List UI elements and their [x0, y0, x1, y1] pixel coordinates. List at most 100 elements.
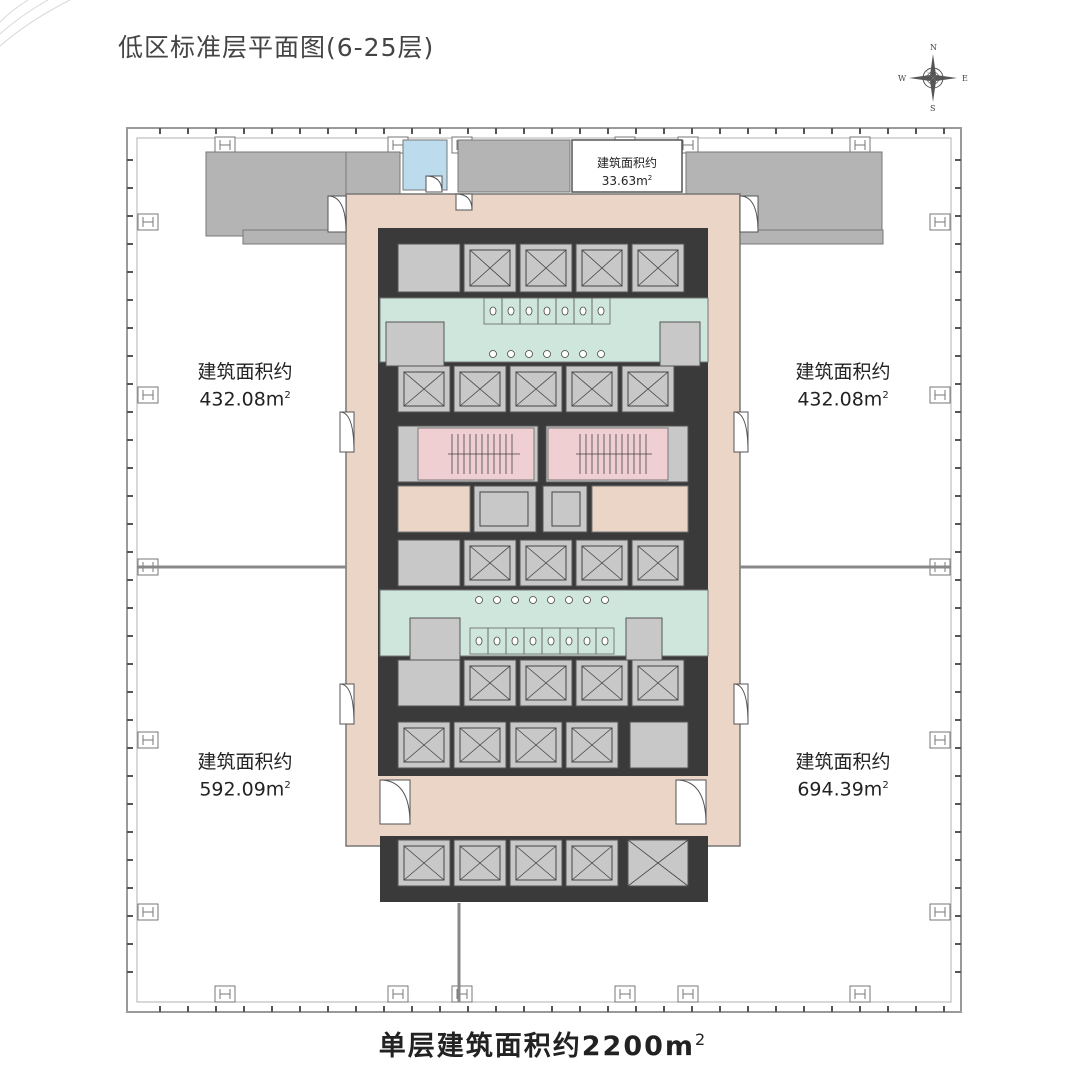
area-se-sup: 2	[882, 780, 889, 791]
column-marker	[451, 985, 473, 1003]
area-se-value: 694.39m	[797, 778, 883, 801]
door	[425, 175, 443, 193]
column-marker	[214, 985, 236, 1003]
restroom-stall	[595, 627, 615, 655]
door	[739, 195, 759, 233]
column-marker	[214, 136, 236, 154]
door	[339, 683, 355, 725]
restroom-2-stalls	[469, 596, 615, 655]
area-nw-sup: 2	[284, 390, 291, 401]
elevator-car	[509, 721, 563, 769]
column-marker	[929, 386, 951, 404]
mid-lobby	[397, 485, 689, 533]
area-label-ne: 建筑面积约 432.08m2	[748, 360, 938, 411]
door	[733, 411, 749, 453]
compass-s: S	[930, 104, 936, 113]
restroom-stall	[483, 297, 503, 325]
door	[379, 779, 411, 825]
area-label-sw: 建筑面积约 592.09m2	[150, 750, 340, 801]
area-top-label: 建筑面积约	[596, 156, 657, 170]
area-sw-sup: 2	[284, 780, 291, 791]
column-marker	[849, 985, 871, 1003]
compass-e: E	[962, 74, 968, 83]
elevator-car	[397, 839, 451, 887]
area-sw-value: 592.09m	[199, 778, 285, 801]
elevator-bank-1	[397, 243, 685, 293]
partition-walls	[137, 565, 951, 1002]
area-label-se: 建筑面积约 694.39m2	[748, 750, 938, 801]
elevator-car	[463, 659, 517, 707]
door	[339, 411, 355, 453]
elevator-car	[519, 243, 573, 293]
page-title: 低区标准层平面图(6-25层)	[118, 33, 435, 62]
footer-sup: 2	[695, 1030, 708, 1049]
compass-rose-icon	[909, 54, 957, 102]
elevator-car	[565, 365, 619, 413]
column-marker	[929, 213, 951, 231]
door	[733, 683, 749, 725]
elevator-bank-4	[397, 659, 685, 707]
area-ne-sup: 2	[882, 390, 889, 401]
elevator-car	[453, 365, 507, 413]
elevator-car	[509, 365, 563, 413]
restroom-stall	[505, 627, 525, 655]
elevator-car	[631, 539, 685, 587]
elevator-car	[397, 721, 451, 769]
elevator-car	[631, 659, 685, 707]
footer-text: 单层建筑面积约2200m	[378, 1031, 696, 1062]
column-marker	[137, 731, 159, 749]
column-marker	[137, 903, 159, 921]
restroom-stall	[591, 297, 611, 325]
column-marker	[849, 136, 871, 154]
total-area-footer: 单层建筑面积约2200m2	[0, 1024, 1086, 1063]
elevator-car	[575, 539, 629, 587]
elevator-bank-3	[397, 539, 685, 587]
door	[675, 779, 707, 825]
elevator-car	[519, 539, 573, 587]
compass: N S W E	[892, 42, 974, 114]
restroom-stall	[559, 627, 579, 655]
doors	[327, 175, 759, 825]
column-marker	[137, 386, 159, 404]
column-marker	[929, 903, 951, 921]
area-label-top: 建筑面积约 33.63m2	[574, 156, 680, 189]
area-ne-label: 建筑面积约	[795, 361, 891, 383]
elevator-car	[397, 365, 451, 413]
column-marker	[614, 985, 636, 1003]
column-marker	[137, 213, 159, 231]
door	[327, 195, 347, 233]
elevator-bank-5	[397, 721, 689, 769]
area-nw-label: 建筑面积约	[197, 361, 293, 383]
elevator-car	[575, 659, 629, 707]
door	[455, 193, 473, 211]
facade-mullions	[127, 128, 961, 1012]
area-ne-value: 432.08m	[797, 388, 883, 411]
elevator-car	[509, 839, 563, 887]
area-se-label: 建筑面积约	[795, 751, 891, 773]
elevator-car	[519, 659, 573, 707]
column-marker	[929, 731, 951, 749]
elevator-car	[575, 243, 629, 293]
elevator-car	[565, 839, 619, 887]
elevator-car	[453, 839, 507, 887]
area-top-value: 33.63m	[601, 174, 648, 188]
elevator-bank-6	[397, 839, 689, 887]
area-sw-label: 建筑面积约	[197, 751, 293, 773]
area-nw-value: 432.08m	[199, 388, 285, 411]
area-label-nw: 建筑面积约 432.08m2	[150, 360, 340, 411]
elevator-car	[463, 539, 517, 587]
column-marker	[387, 985, 409, 1003]
column-marker	[677, 985, 699, 1003]
elevator-car	[631, 243, 685, 293]
decorative-arcs	[0, 0, 71, 47]
elevator-car	[463, 243, 517, 293]
elevator-car	[453, 721, 507, 769]
restroom-stall	[573, 297, 593, 325]
elevator-car	[621, 365, 675, 413]
compass-w: W	[898, 74, 907, 83]
elevator-bank-2	[397, 365, 675, 413]
restroom-1-stalls	[483, 297, 611, 358]
elevator-car	[565, 721, 619, 769]
compass-n: N	[930, 43, 937, 52]
